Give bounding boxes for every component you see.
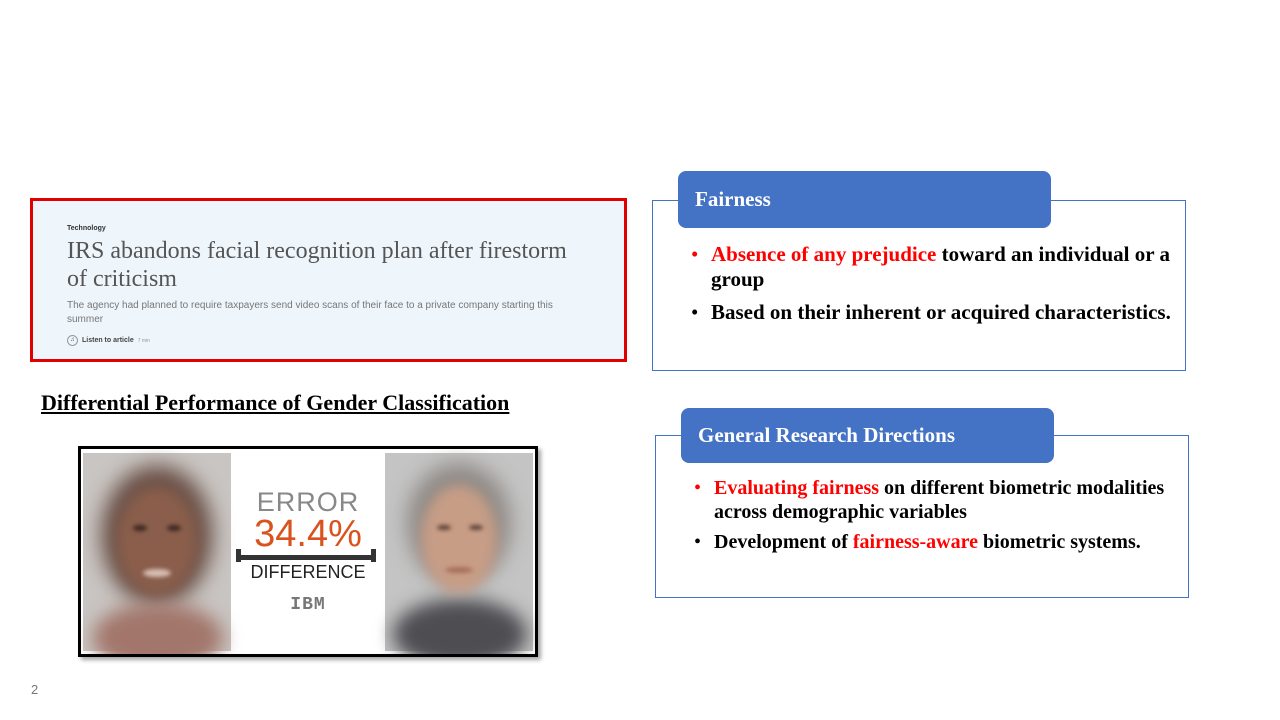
bullet-icon: • bbox=[694, 477, 702, 499]
list-item: • Development of fairness-aware biometri… bbox=[694, 531, 1141, 553]
listen-duration: 7 min bbox=[137, 337, 150, 344]
list-item: • Based on their inherent or acquired ch… bbox=[691, 300, 1171, 324]
bullet-icon: • bbox=[691, 300, 699, 324]
difference-label: DIFFERENCE bbox=[233, 562, 383, 583]
article-subheadline: The agency had planned to require taxpay… bbox=[67, 300, 553, 325]
fairness-header: Fairness bbox=[678, 171, 1051, 228]
research-directions-header: General Research Directions bbox=[681, 408, 1054, 463]
error-label: ERROR bbox=[256, 487, 360, 517]
page-number: 2 bbox=[31, 682, 39, 697]
list-item: • Absence of any prejudice toward an ind… bbox=[691, 242, 1170, 291]
research-directions-list: • Evaluating fairness on different biome… bbox=[694, 476, 1174, 560]
listen-to-article: ♫ Listen to article 7 min bbox=[67, 335, 150, 346]
gender-classification-title: Differential Performance of Gender Class… bbox=[41, 390, 510, 415]
headphones-icon: ♫ bbox=[67, 335, 78, 346]
listen-label: Listen to article bbox=[82, 337, 134, 344]
bullet-icon: • bbox=[694, 531, 702, 553]
list-item: • Evaluating fairness on different biome… bbox=[694, 477, 1165, 523]
article-headline: IRS abandons facial recognition plan aft… bbox=[67, 238, 567, 292]
ibm-logo: IBM bbox=[290, 595, 326, 615]
article-category: Technology bbox=[67, 225, 106, 232]
average-female-face-image bbox=[83, 453, 231, 654]
bullet-icon: • bbox=[691, 242, 699, 266]
gender-error-image: ERROR 34.4% DIFFERENCE IBM bbox=[78, 446, 538, 657]
error-percent: 34.4% bbox=[254, 513, 362, 555]
fairness-list: • Absence of any prejudice toward an ind… bbox=[691, 242, 1171, 333]
news-article-screenshot: Technology IRS abandons facial recogniti… bbox=[30, 198, 627, 362]
average-male-face-image bbox=[385, 453, 533, 654]
